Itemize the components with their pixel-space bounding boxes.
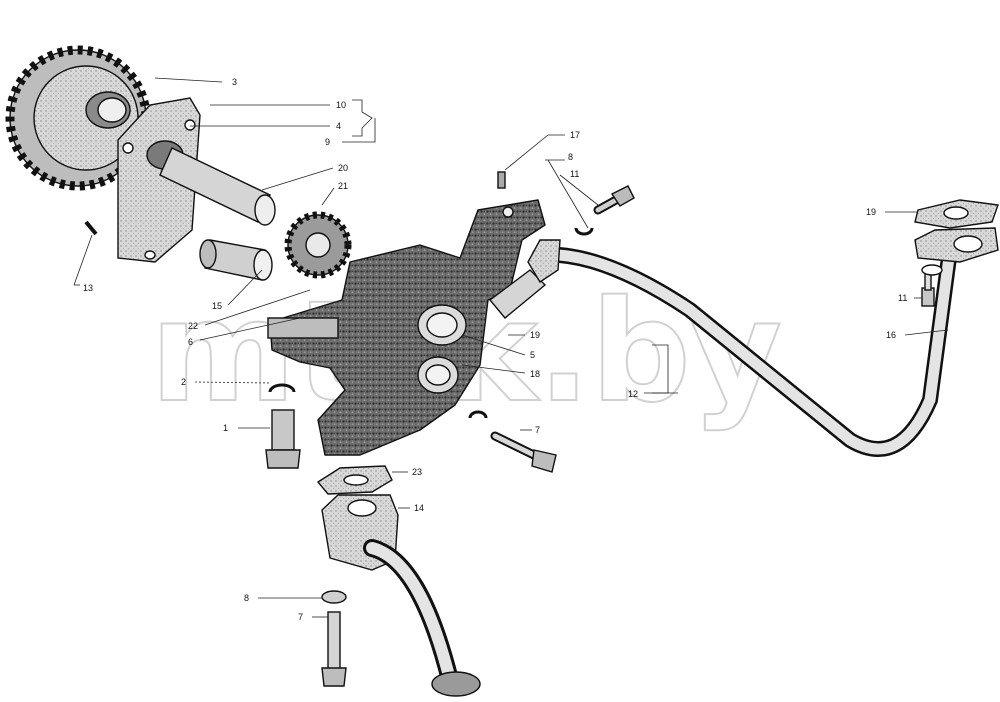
callout-15: 15 (212, 301, 222, 311)
callout-8-bottom: 8 (244, 593, 249, 603)
bolt-11-top (593, 185, 635, 215)
gasket-23 (316, 465, 393, 495)
gasket-19-housing (488, 269, 547, 319)
driven-gear (284, 211, 352, 279)
callout-2: 2 (181, 377, 186, 387)
intake-tube (321, 494, 481, 697)
pin-13 (84, 220, 98, 236)
bolt-11-right (921, 264, 943, 307)
callout-14: 14 (414, 503, 424, 513)
gasket-19-right (914, 199, 999, 229)
callout-19-right: 19 (866, 207, 876, 217)
callout-9: 9 (325, 137, 330, 147)
callout-19-housing: 19 (530, 330, 540, 340)
washer-8-top (574, 227, 594, 236)
pump-cover (117, 97, 201, 263)
bolt-7-middle (490, 431, 557, 473)
leader-lines (73, 77, 949, 618)
callout-16: 16 (886, 330, 896, 340)
plug-1 (265, 409, 301, 469)
callout-1: 1 (223, 423, 228, 433)
callout-labels: 3 10 4 9 17 8 11 20 21 13 15 22 6 19 5 1… (83, 77, 907, 622)
callout-11-top: 11 (570, 169, 579, 179)
pin-17 (497, 171, 506, 189)
callout-17: 17 (570, 130, 580, 140)
bolt-7-bottom (321, 611, 347, 687)
callout-21: 21 (338, 181, 348, 191)
callout-6: 6 (188, 337, 193, 347)
pump-housing (267, 199, 546, 456)
callout-7-middle: 7 (535, 425, 540, 435)
callout-23: 23 (412, 467, 422, 477)
oil-pipe (527, 227, 999, 457)
snap-ring-2 (268, 383, 296, 393)
sleeve (199, 239, 273, 281)
washer-8-bottom (321, 590, 347, 604)
callout-4: 4 (336, 121, 341, 131)
callout-22: 22 (188, 321, 198, 331)
callout-13: 13 (83, 283, 93, 293)
callout-11-right: 11 (898, 293, 907, 303)
callout-12: 12 (628, 389, 638, 399)
callout-8-top: 8 (568, 152, 573, 162)
washer-middle (468, 410, 488, 419)
drive-shaft (159, 147, 276, 226)
callout-10: 10 (336, 100, 346, 110)
callout-5: 5 (530, 350, 535, 360)
callout-20: 20 (338, 163, 348, 173)
callout-3: 3 (232, 77, 237, 87)
callout-18: 18 (530, 369, 540, 379)
callout-7-bottom: 7 (298, 612, 303, 622)
